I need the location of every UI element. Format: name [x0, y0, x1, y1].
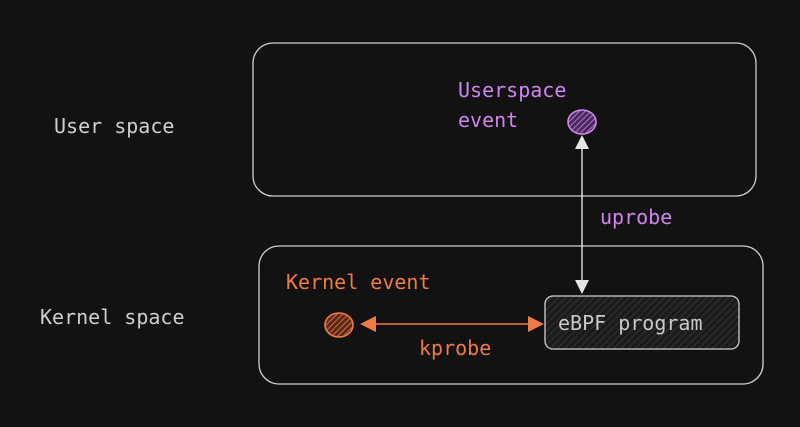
- kernel-space-label: Kernel space: [40, 305, 185, 329]
- kernel-event-node: [324, 312, 354, 338]
- ebpf-program-box: [544, 295, 740, 350]
- userspace-event-label-line1: Userspace: [458, 78, 567, 102]
- userspace-event-label-line2: event: [458, 108, 519, 132]
- user-space-label: User space: [54, 114, 175, 138]
- kprobe-label: kprobe: [419, 336, 492, 360]
- user-space-box: [252, 42, 757, 197]
- userspace-event-node: [567, 109, 597, 135]
- kernel-space-box: [258, 245, 764, 385]
- kernel-event-label: Kernel event: [286, 270, 431, 294]
- ebpf-program-label: eBPF program: [558, 311, 703, 335]
- uprobe-label: uprobe: [600, 205, 673, 229]
